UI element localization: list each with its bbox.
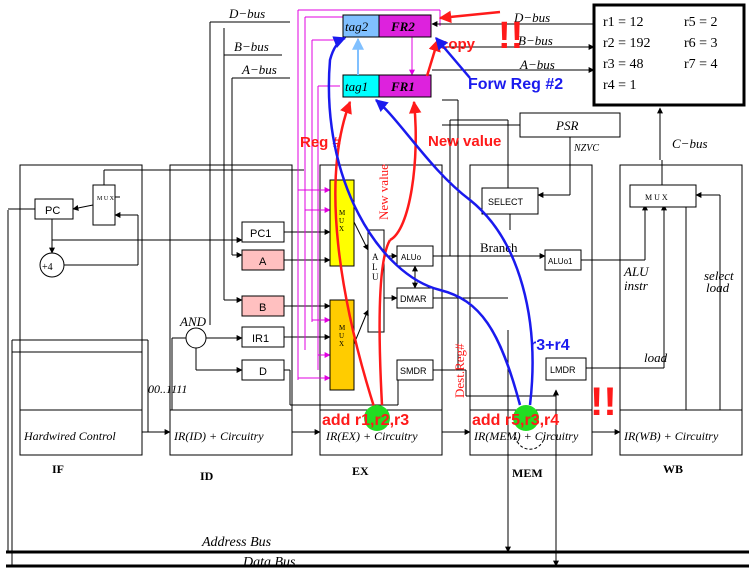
- lmdr-label: LMDR: [550, 365, 576, 375]
- ex-mux-top-label: M U X: [339, 209, 347, 233]
- reg-num-label: Reg #: [300, 134, 342, 151]
- ex-mux-bottom-label: M U X: [339, 324, 347, 348]
- fr2-box: [378, 14, 432, 38]
- mem-green-dot: [513, 405, 539, 431]
- aluo1-label: ALUo1: [548, 257, 573, 266]
- reg-r3: r3 = 48: [603, 57, 644, 72]
- ir1-label: IR1: [252, 333, 269, 345]
- pc-label: PC: [45, 205, 60, 217]
- wb-control-label: IR(WB) + Circuitry: [623, 429, 719, 443]
- ex-mux-top-m: M: [339, 209, 346, 217]
- copy-exclaim: !!: [498, 15, 523, 57]
- copy-label: copy: [440, 36, 476, 53]
- fr1-box: [378, 74, 432, 98]
- ex-stage-box: [319, 164, 443, 456]
- mem-stage-box: [469, 164, 593, 456]
- dest-reg-label: Dest.Reg#: [452, 343, 467, 398]
- aluo-label: ALUo: [401, 253, 422, 262]
- alu-instr-label-2: instr: [624, 278, 649, 293]
- plus4-label: +4: [42, 262, 53, 273]
- b-bus-left-label: B−bus: [234, 39, 269, 54]
- d-bus-right-label: D−bus: [513, 10, 550, 25]
- id-stage-box: [169, 164, 293, 456]
- stage-name-mem: MEM: [512, 466, 543, 480]
- wb-mux-label: M U X: [645, 193, 668, 202]
- registers-box: [592, 3, 746, 107]
- reg-r7: r7 = 4: [684, 57, 718, 72]
- c-bus-label: C−bus: [672, 136, 708, 151]
- and-label: AND: [179, 314, 207, 329]
- address-bus-label: Address Bus: [201, 535, 272, 550]
- fr1-label: FR1: [390, 79, 415, 94]
- data-bus-label: Data Bus: [242, 555, 296, 570]
- if-stage-box: [19, 164, 143, 456]
- smdr-label: SMDR: [400, 366, 427, 376]
- tag2-label: tag2: [345, 19, 369, 34]
- select-load-label-2: load: [706, 280, 730, 295]
- nzvc-label: NZVC: [573, 143, 599, 154]
- ex-mux-top-u: U: [339, 217, 344, 225]
- d-bus-left-label: D−bus: [228, 6, 265, 21]
- ex-mux-bottom-m: M: [339, 324, 346, 332]
- and-gate: [185, 327, 207, 349]
- ex-mux-bottom-u: U: [339, 332, 344, 340]
- mem-instruction-label: add r5,r3,r4: [472, 412, 559, 429]
- new-value-label: New value: [428, 133, 501, 150]
- b-label: B: [259, 302, 266, 314]
- alu-instr-label-1: ALU: [623, 264, 650, 279]
- dmar-label: DMAR: [400, 294, 427, 304]
- ex-mux-bottom-x: X: [339, 340, 344, 348]
- if-mux: [92, 184, 116, 226]
- ex-green-dot: [364, 405, 390, 431]
- select-block: [481, 187, 539, 215]
- reg-r2: r2 = 192: [603, 36, 651, 51]
- ex-instruction-label: add r1,r2,r3: [322, 412, 409, 429]
- reg-r6: r6 = 3: [684, 36, 718, 51]
- r3-r4-label: r3+r4: [530, 337, 570, 354]
- psr-register: [519, 112, 621, 138]
- lmdr-register: [545, 357, 587, 381]
- reg-r4: r4 = 1: [603, 78, 637, 93]
- new-value-vertical-label: New value: [376, 164, 391, 220]
- branch-label: Branch: [480, 240, 518, 255]
- wb-stage-box: [619, 164, 743, 456]
- stage-name-ex: EX: [352, 464, 369, 478]
- reg-r5: r5 = 2: [684, 15, 718, 30]
- stage-name-if: IF: [52, 462, 64, 476]
- tag1-label: tag1: [345, 79, 368, 94]
- mem-exclaim: !!: [590, 380, 617, 424]
- if-mux-label: M U X: [97, 196, 115, 202]
- mem-control-label: IR(MEM) + Circuitry: [473, 429, 579, 443]
- d-label: D: [259, 366, 267, 378]
- id-control-label: IR(ID) + Circuitry: [173, 429, 264, 443]
- stage-name-id: ID: [200, 469, 214, 483]
- select-load-label-1: select: [704, 268, 734, 283]
- b-bus-right-label: B−bus: [518, 33, 553, 48]
- forw-reg2-label: Forw Reg #2: [468, 76, 563, 93]
- load-label: load: [644, 350, 668, 365]
- a-bus-left-label: A−bus: [241, 62, 277, 77]
- alu-l: L: [372, 262, 377, 272]
- a-bus-right-label: A−bus: [519, 57, 555, 72]
- select-label: SELECT: [488, 197, 524, 207]
- reg-r1: r1 = 12: [603, 15, 644, 30]
- if-control-label: Hardwired Control: [23, 429, 116, 443]
- psr-label: PSR: [555, 118, 578, 133]
- alu-a: A: [372, 252, 379, 262]
- alu-label: A L U: [372, 252, 380, 282]
- ex-mux-top-x: X: [339, 225, 344, 233]
- fr2-label: FR2: [390, 19, 415, 34]
- pc1-label: PC1: [250, 228, 271, 240]
- stage-name-wb: WB: [663, 462, 683, 476]
- alu-u: U: [372, 272, 379, 282]
- imm-label: 00..1111: [148, 382, 187, 396]
- a-label: A: [259, 256, 267, 268]
- ex-control-label: IR(EX) + Circuitry: [325, 429, 418, 443]
